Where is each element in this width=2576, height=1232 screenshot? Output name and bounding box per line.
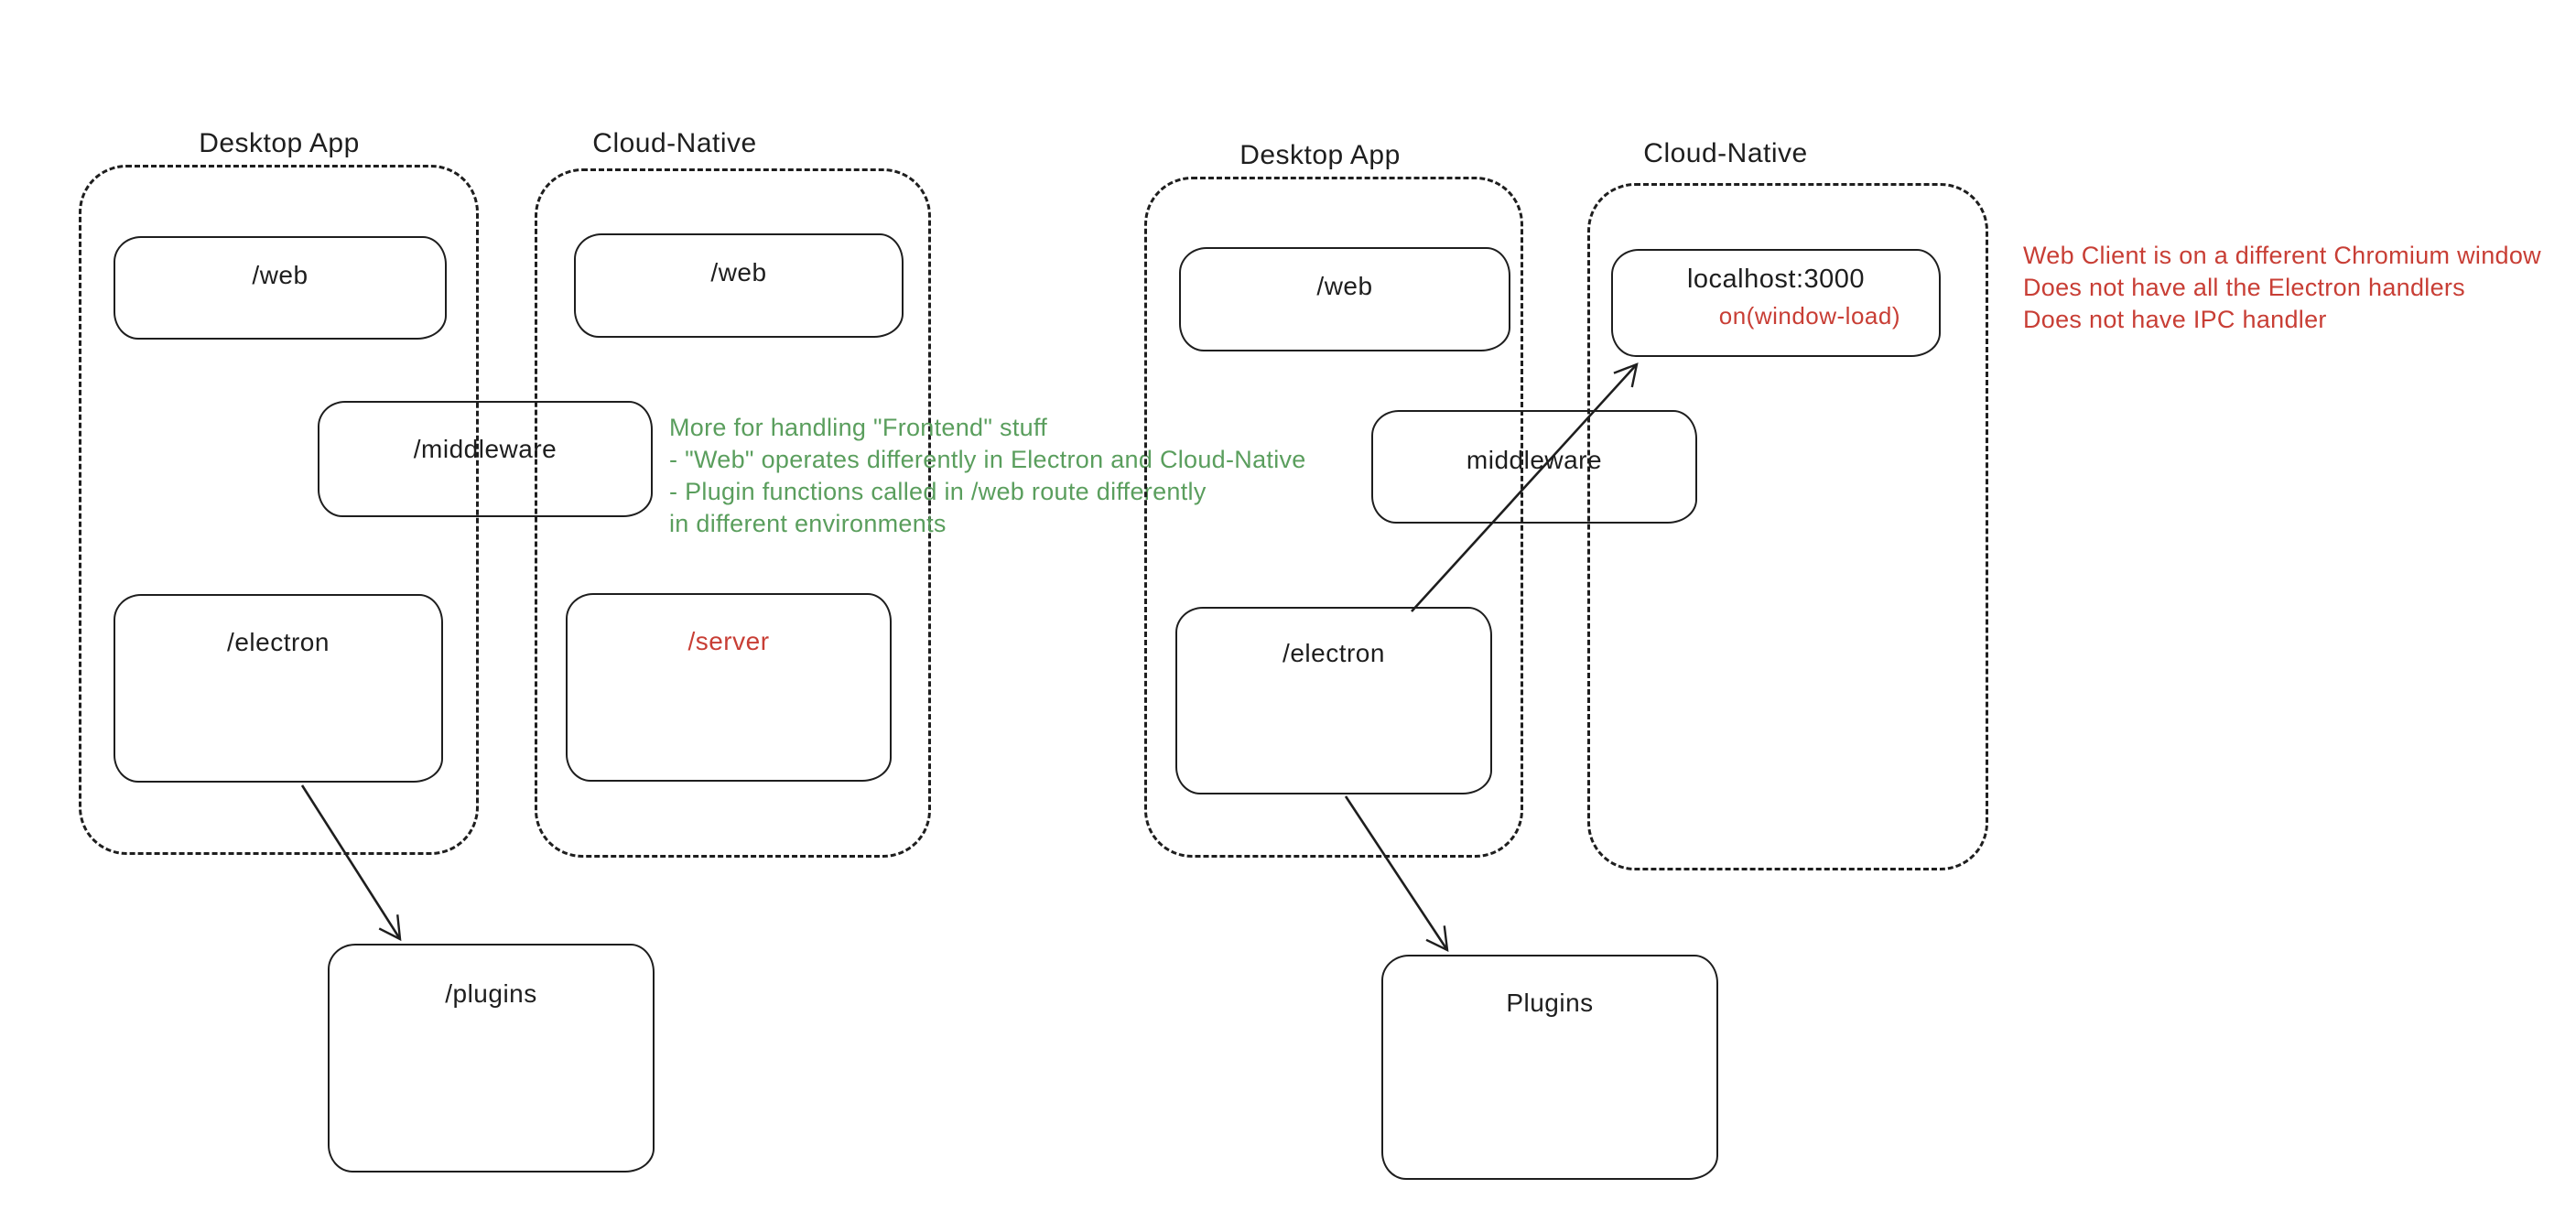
left-electron-label: /electron bbox=[227, 628, 330, 656]
right-plugins-label: Plugins bbox=[1506, 989, 1594, 1017]
left-plugins-box: /plugins bbox=[328, 944, 655, 1173]
right-electron-box: /electron bbox=[1175, 607, 1492, 794]
left-server-box: /server bbox=[566, 593, 892, 782]
left-cloud-web-label: /web bbox=[710, 258, 767, 286]
frontend-note: More for handling "Frontend" stuff - "We… bbox=[669, 412, 1306, 540]
left-desktop-web-box: /web bbox=[114, 236, 447, 340]
right-desktop-web-box: /web bbox=[1179, 247, 1510, 351]
right-middleware-label: middleware bbox=[1466, 446, 1603, 474]
frontend-note-line: - Plugin functions called in /web route … bbox=[669, 478, 1207, 505]
left-desktop-web-label: /web bbox=[252, 261, 308, 289]
web-client-note: Web Client is on a different Chromium wi… bbox=[2023, 240, 2541, 336]
right-localhost-label: localhost:3000 bbox=[1686, 265, 1866, 294]
right-electron-label: /electron bbox=[1283, 639, 1385, 667]
right-middleware-box: middleware bbox=[1371, 410, 1697, 524]
left-desktop-app-title: Desktop App bbox=[199, 128, 360, 158]
right-desktop-web-label: /web bbox=[1316, 272, 1373, 300]
left-cloud-web-box: /web bbox=[574, 233, 904, 338]
left-middleware-label: /middleware bbox=[413, 435, 557, 463]
left-cloud-native-title: Cloud-Native bbox=[592, 128, 757, 158]
frontend-note-line: - "Web" operates differently in Electron… bbox=[669, 446, 1306, 473]
left-plugins-label: /plugins bbox=[445, 979, 537, 1008]
right-plugins-box: Plugins bbox=[1381, 955, 1718, 1180]
left-cloud-native-container bbox=[535, 168, 931, 858]
right-desktop-app-title: Desktop App bbox=[1239, 140, 1401, 170]
web-client-note-line: Does not have IPC handler bbox=[2023, 306, 2327, 333]
right-cloud-native-title: Cloud-Native bbox=[1643, 138, 1808, 168]
web-client-note-line: Does not have all the Electron handlers bbox=[2023, 274, 2465, 301]
frontend-note-line: in different environments bbox=[669, 510, 947, 537]
left-server-label: /server bbox=[687, 627, 770, 655]
left-middleware-box: /middleware bbox=[318, 401, 653, 517]
left-desktop-app-container bbox=[79, 165, 479, 855]
web-client-note-line: Web Client is on a different Chromium wi… bbox=[2023, 242, 2541, 269]
right-localhost-box: localhost:3000 on(window-load) bbox=[1611, 249, 1941, 357]
left-electron-box: /electron bbox=[114, 594, 443, 783]
right-window-load-label: on(window-load) bbox=[1718, 302, 1900, 330]
frontend-note-line: More for handling "Frontend" stuff bbox=[669, 414, 1048, 441]
